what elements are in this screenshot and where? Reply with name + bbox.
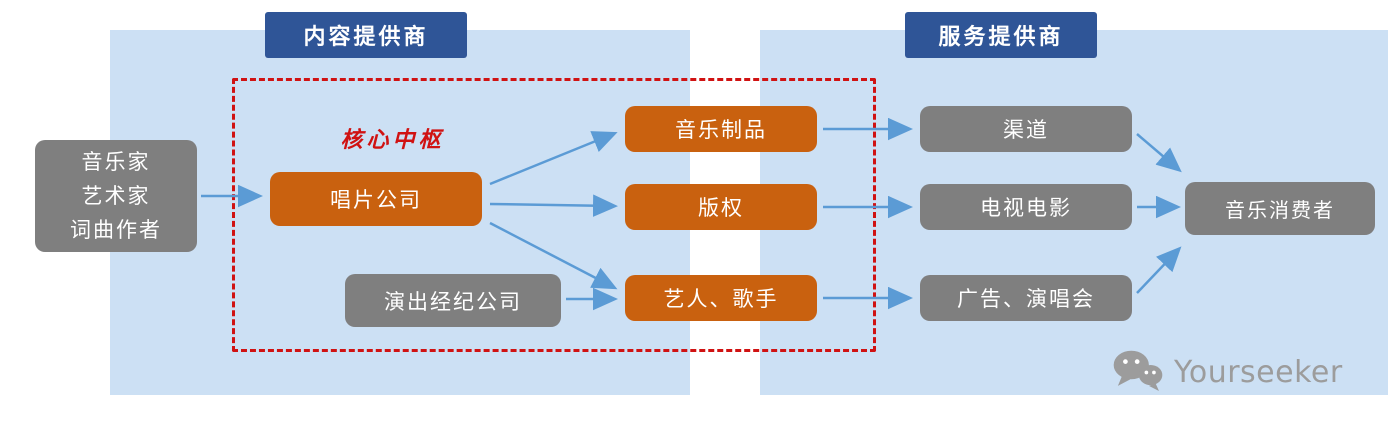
creators-line-musician: 音乐家 — [81, 150, 151, 174]
node-ads-concerts: 广告、演唱会 — [920, 275, 1132, 321]
node-copyright: 版权 — [625, 184, 817, 230]
wechat-icon — [1112, 348, 1164, 396]
watermark: Yourseeker — [1112, 348, 1343, 396]
node-tv-film: 电视电影 — [920, 184, 1132, 230]
brand-name: Yourseeker — [1174, 354, 1343, 390]
core-hub-label: 核心中枢 — [340, 128, 445, 153]
node-artists-singers: 艺人、歌手 — [625, 275, 817, 321]
node-music-consumers: 音乐消费者 — [1185, 182, 1375, 235]
header-service-provider: 服务提供商 — [905, 12, 1097, 58]
creators-line-artist: 艺术家 — [81, 184, 151, 208]
core-hub-outline — [232, 78, 876, 352]
node-performance-agency: 演出经纪公司 — [345, 274, 561, 327]
creators-line-songwriter: 词曲作者 — [70, 218, 162, 242]
node-channel: 渠道 — [920, 106, 1132, 152]
node-creators: 音乐家 艺术家 词曲作者 — [35, 140, 197, 252]
node-record-company: 唱片公司 — [270, 172, 482, 226]
header-content-provider: 内容提供商 — [265, 12, 467, 58]
node-music-products: 音乐制品 — [625, 106, 817, 152]
